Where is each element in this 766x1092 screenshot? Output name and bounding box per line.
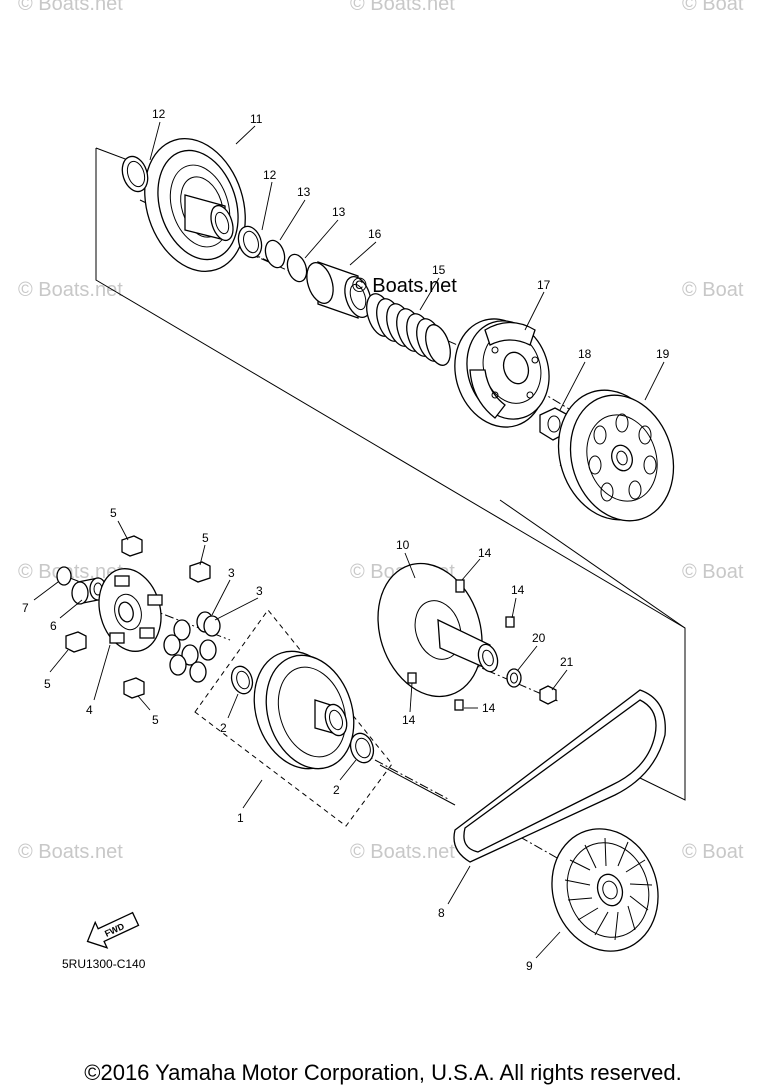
- callout-1: 1: [237, 811, 244, 825]
- callout-5: 5: [110, 506, 117, 520]
- callout-9: 9: [526, 959, 533, 973]
- callout-11: 11: [250, 112, 263, 126]
- callout-8: 8: [438, 906, 445, 920]
- primary-sliding-sheave-1: [253, 650, 355, 770]
- callout-14: 14: [402, 713, 416, 727]
- callout-2: 2: [220, 721, 227, 735]
- nut-21: [539, 685, 557, 705]
- slider-5b: [189, 561, 211, 583]
- slider-5c: [65, 631, 87, 653]
- copyright-notice: ©2016 Yamaha Motor Corporation, U.S.A. A…: [84, 1060, 682, 1085]
- pins-14: [407, 579, 515, 711]
- watermark: © Boats.net: [18, 841, 123, 863]
- o-ring-13a: [264, 239, 286, 269]
- callout-19: 19: [656, 347, 670, 361]
- callout-10: 10: [396, 538, 410, 552]
- watermark: © Boat: [682, 279, 744, 301]
- watermark: © Boat: [682, 841, 744, 863]
- callout-16: 16: [368, 227, 382, 241]
- callout-6: 6: [50, 619, 57, 633]
- callout-20: 20: [532, 631, 546, 645]
- clutch-housing-19: [557, 389, 675, 522]
- fan-9: [551, 828, 659, 952]
- callout-17: 17: [537, 278, 551, 292]
- clutch-carrier-17: [454, 318, 550, 428]
- slider-5d: [123, 677, 145, 699]
- cam-4: [98, 568, 163, 652]
- collar-2b: [349, 732, 375, 764]
- watermark: © Boats.net: [350, 0, 455, 15]
- callout-5: 5: [152, 713, 159, 727]
- callout-12: 12: [263, 168, 277, 182]
- callout-5: 5: [44, 677, 51, 691]
- leader-lines: [33, 121, 665, 959]
- secondary-sheave: [144, 137, 246, 273]
- callout-2: 2: [333, 783, 340, 797]
- watermark: © Boat: [682, 0, 744, 15]
- callout-3: 3: [256, 584, 263, 598]
- washer-20: [506, 668, 522, 688]
- watermark: © Boat: [682, 561, 744, 583]
- slider-5a: [121, 535, 143, 557]
- callout-5: 5: [202, 531, 209, 545]
- callout-12: 12: [152, 107, 166, 121]
- callout-7: 7: [22, 601, 29, 615]
- watermark: © Boats.net: [18, 279, 123, 301]
- callouts: 12 11 12 13 13 16 15 17 18 19 5 5 3 3 7 …: [22, 107, 670, 973]
- fixed-sheave-10: [377, 562, 499, 698]
- callout-13: 13: [297, 185, 311, 199]
- collar-16: [306, 261, 372, 319]
- callout-13: 13: [332, 205, 346, 219]
- v-belt-8: [453, 689, 666, 863]
- callout-21: 21: [560, 655, 574, 669]
- callout-14: 14: [482, 701, 496, 715]
- fwd-arrow-icon: FWD: [86, 911, 140, 949]
- compression-spring-15: [366, 293, 451, 366]
- callout-15: 15: [432, 263, 446, 277]
- diagram-code: 5RU1300-C140: [62, 957, 146, 971]
- o-ring-7: [56, 566, 72, 586]
- watermark: © Boats.net: [18, 0, 123, 15]
- callout-14: 14: [478, 546, 492, 560]
- o-ring-13b: [286, 253, 308, 283]
- callout-14: 14: [511, 583, 525, 597]
- callout-4: 4: [86, 703, 93, 717]
- collar-2a: [230, 665, 254, 695]
- watermark: © Boats.net: [350, 841, 455, 863]
- center-watermark: © Boats.net: [352, 275, 457, 297]
- pulley-assembly-box: [194, 609, 393, 827]
- callout-3: 3: [228, 566, 235, 580]
- callout-18: 18: [578, 347, 592, 361]
- weight-rollers-3: [163, 611, 221, 683]
